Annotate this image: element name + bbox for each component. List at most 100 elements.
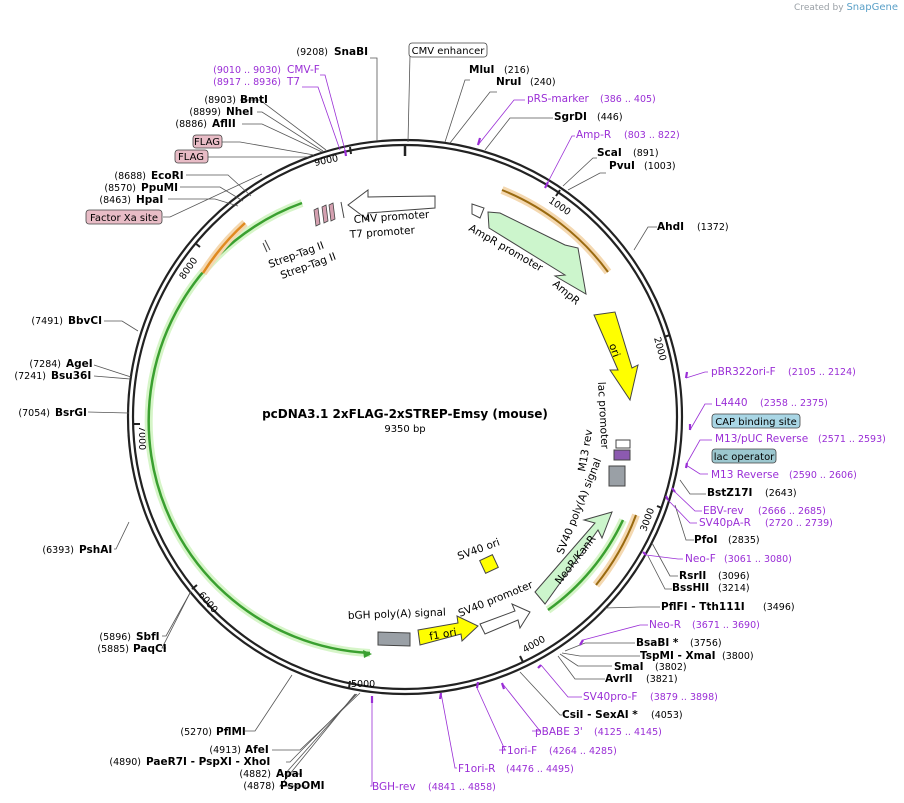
flag-tag-1: FLAG (192, 134, 223, 149)
enzyme-pos: (4053) (651, 710, 683, 721)
cmv-enhancer-label: CMV enhancer (412, 46, 486, 57)
enzyme-leader-lines (87, 54, 706, 787)
enzyme-name: SmaI (614, 661, 644, 673)
flag-label-2: FLAG (178, 152, 204, 163)
enzyme-pos: (1372) (697, 222, 729, 233)
snapgene-logo-text: SnapGene (846, 2, 898, 13)
enzyme-pos: (3214) (718, 583, 750, 594)
enzyme-name: ApaI (276, 768, 303, 780)
primer-name: Neo-R (649, 619, 681, 631)
tick-label-3000: 3000 (638, 507, 657, 533)
enzyme-name: PaqCI (133, 643, 167, 655)
primer-name: F1ori-R (458, 763, 495, 775)
f1-ori-arrow (417, 615, 479, 646)
enzyme-pos: (3821) (646, 674, 678, 685)
enzyme-pos: (7054) (18, 408, 50, 419)
enzyme-name: AgeI (66, 358, 93, 370)
m13-rev-box (608, 465, 626, 487)
enzyme-pos: (5270) (180, 727, 212, 738)
enzyme-name: AvrII (605, 673, 633, 685)
factor-xa-tag: Factor Xa site (85, 209, 163, 225)
plasmid-length: 9350 bp (384, 424, 425, 435)
tick-label-5000: 5000 (351, 679, 375, 690)
ori-label: ori (606, 342, 622, 359)
cap-binding-label: CAP binding site (715, 417, 797, 428)
enzyme-pos: (9208) (296, 47, 328, 58)
backbone-outer-ring (126, 138, 684, 696)
primer-name: Neo-F (685, 553, 716, 565)
enzyme-pos: (8903) (204, 95, 236, 106)
primer-range: (9010 .. 9030) (213, 65, 281, 76)
enzyme-pos: (3800) (722, 651, 754, 662)
tick-9000: 9000 (313, 146, 352, 169)
primer-leader-lines (302, 74, 712, 787)
cmv-promoter-label: CMV promoter (353, 209, 430, 226)
flag-strep-glyphs (313, 201, 345, 227)
primer-name: M13 Reverse (711, 469, 779, 481)
enzyme-pos: (5885) (97, 644, 129, 655)
primer-name: pBR322ori-F (711, 366, 776, 378)
primer-range: (4476 .. 4495) (506, 764, 574, 775)
enzyme-name: PaeR7I - PspXI - XhoI (146, 756, 270, 768)
t7-promoter-label: T7 promoter (348, 224, 416, 241)
enzyme-name: PpuMI (141, 182, 178, 194)
enzyme-pos: (3496) (763, 602, 795, 613)
primer-name: pRS-marker (527, 93, 590, 105)
enzyme-pos: (4882) (239, 769, 271, 780)
enzyme-name: AhdI (657, 221, 684, 233)
primer-range: (2666 .. 2685) (758, 506, 826, 517)
enzyme-name: SgrDI (554, 111, 587, 123)
cmv-enhancer-tag: CMV enhancer (408, 42, 488, 58)
enzyme-name: HpaI (136, 194, 163, 206)
factor-xa-label: Factor Xa site (90, 213, 158, 224)
enzyme-pos: (2835) (728, 535, 760, 546)
enzyme-pos: (3802) (655, 662, 687, 673)
enzyme-pos: (4890) (109, 757, 141, 768)
plasmid-name: pcDNA3.1 2xFLAG-2xSTREP-Emsy (mouse) (262, 407, 548, 421)
enzyme-pos: (8463) (99, 195, 131, 206)
primer-name: pBABE 3' (535, 726, 583, 738)
primer-name: T7 (286, 76, 300, 88)
enzyme-pos: (6393) (42, 545, 74, 556)
enzyme-name: BsrGI (55, 407, 87, 419)
ampr-orange-arc (501, 189, 609, 273)
primer-range: (3061 .. 3080) (724, 554, 792, 565)
enzyme-name: PvuI (609, 160, 635, 172)
enzyme-pos: (3096) (718, 571, 750, 582)
enzyme-name: RsrII (679, 570, 706, 582)
primer-name: BGH-rev (372, 781, 416, 793)
enzyme-name: SnaBI (334, 46, 368, 58)
sv40-ori-box (479, 554, 499, 574)
primer-range: (2590 .. 2606) (789, 470, 857, 481)
enzyme-name: PflFI - Tth111I (661, 601, 745, 613)
enzyme-name: PspOMI (280, 780, 325, 792)
primer-range: (2105 .. 2124) (788, 367, 856, 378)
enzyme-pos: (4913) (209, 745, 241, 756)
enzyme-pos: (7491) (31, 316, 63, 327)
enzyme-pos: (3756) (690, 638, 722, 649)
enzyme-pos: (4878) (243, 781, 275, 792)
cmv-promoter-arrow (347, 189, 436, 221)
enzyme-pos: (8570) (104, 183, 136, 194)
f1-ori-label: f1 ori (428, 626, 457, 643)
enzyme-name: TspMI - XmaI (640, 650, 716, 662)
primer-name: SV40pA-R (699, 517, 751, 529)
strep-tag-glyphs (262, 239, 271, 253)
enzyme-pos: (216) (504, 65, 530, 76)
flag-tag-2: FLAG (174, 149, 209, 164)
ori-arrow (593, 311, 639, 402)
neo-orange-arc (595, 514, 637, 586)
enzyme-name: PfoI (694, 534, 717, 546)
enzyme-pos: (8899) (189, 107, 221, 118)
bgh-polya-box (377, 631, 411, 647)
flag-label-1: FLAG (194, 137, 220, 148)
enzyme-name: CsiI - SexAI * (562, 709, 638, 721)
neor-arrow (534, 511, 613, 605)
primer-name: Amp-R (576, 129, 611, 141)
primer-name: M13/pUC Reverse (715, 433, 808, 445)
enzyme-name: NheI (226, 106, 253, 118)
enzyme-pos: (240) (530, 77, 556, 88)
enzyme-name: BbvCI (68, 315, 102, 327)
tick-label-7000: 7000 (136, 426, 147, 450)
